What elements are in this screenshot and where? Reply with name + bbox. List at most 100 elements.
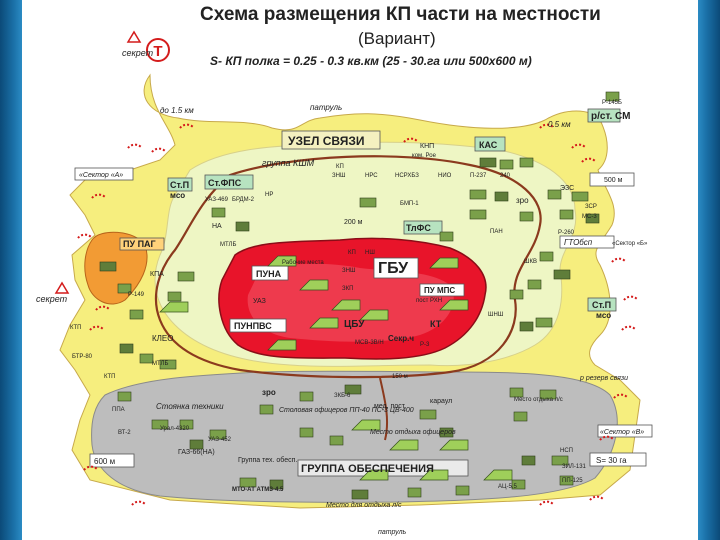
rst-sm-label: р/ст. СМ: [591, 111, 630, 122]
tsbu-label: ЦБУ: [344, 319, 365, 330]
zsr-label: ЗСР: [585, 204, 597, 210]
tent-icon: [483, 469, 513, 481]
mto-at-label: МТО-АТ АТМЗ-4.5: [232, 487, 284, 493]
vehicle-icon: [494, 191, 509, 202]
vehicle-icon: [259, 404, 274, 415]
kom-roe-label: ком. Рое: [412, 153, 437, 159]
st-p-right-label: Ст.П: [592, 300, 611, 310]
vehicle-icon: [553, 269, 571, 280]
frame-left-edge: [0, 0, 22, 540]
guard-post-arc: [77, 233, 93, 239]
gruppa-tekh-label: Группа тех. обесп.: [238, 456, 297, 464]
p-260-label: Р-260: [558, 230, 575, 236]
karaul-label: караул: [430, 398, 452, 405]
na-label: НА: [212, 223, 222, 230]
vehicle-icon: [511, 479, 526, 490]
vehicle-icon: [407, 487, 422, 498]
dist-500-label: 500 м: [604, 177, 623, 184]
tent-icon: [439, 439, 469, 451]
zsh-label: ЗНШ: [342, 268, 355, 274]
vehicle-icon: [519, 211, 534, 222]
gbu-label: ГБУ: [378, 260, 409, 277]
vehicle-icon: [419, 409, 437, 420]
shnsh-label: ШНШ: [488, 312, 503, 318]
vehicle-icon: [99, 261, 117, 272]
pan-label: ПАН: [490, 229, 503, 235]
kp-2-label: КП: [348, 250, 356, 256]
access-road: [379, 377, 389, 441]
vehicle-icon: [519, 157, 534, 168]
tlfs-label: ТлФС: [406, 223, 431, 233]
page-subtitle: S- КП полка = 0.25 - 0.3 кв.км (25 - 30.…: [210, 54, 532, 68]
btr-80-label: БТР-80: [72, 354, 93, 360]
p-3-label: Р-3: [420, 342, 430, 348]
mesto-otdykha-ls-label: Место отдыха л/с: [514, 397, 563, 403]
ktp-label: КТП: [70, 325, 81, 331]
vehicle-icon: [551, 455, 569, 466]
vehicle-icon: [509, 289, 524, 300]
punpvs-label: ПУНПВС: [234, 321, 272, 331]
vehicle-icon: [189, 439, 204, 450]
secret-tanks: [77, 123, 639, 506]
vehicle-icon: [167, 291, 182, 302]
uzel-svyazi-label: УЗЕЛ СВЯЗИ: [288, 134, 365, 148]
zro-label: зро: [516, 196, 529, 205]
rch-label: Р-145Б: [602, 100, 622, 106]
rodina-label: ШКВ: [524, 259, 537, 265]
gruppa-kshm-label: группа КШМ: [262, 158, 315, 168]
tent-icon: [439, 299, 469, 311]
tent-icon: [389, 439, 419, 451]
zro-2-label: зро: [262, 388, 276, 397]
vehicle-icon: [519, 321, 534, 332]
sektor-b-label: «Сектор «Б»: [612, 241, 648, 247]
zes-label: ЭЗС: [560, 185, 574, 192]
vehicle-icon: [129, 309, 144, 320]
vehicle-icon: [585, 213, 600, 224]
vehicle-icon: [469, 189, 487, 200]
med-post-label: мед. пост: [374, 403, 406, 410]
znsh-label: ЗНШ: [332, 173, 345, 179]
guard-post-arc: [83, 465, 99, 471]
ms-3-label: МС-3: [582, 214, 597, 220]
gtoblp-label: ГТОбсп: [564, 238, 593, 247]
pp-125-label: ПП-125: [562, 478, 583, 484]
vehicle-icon: [211, 207, 226, 218]
rabochie-label: Рабочие места: [282, 260, 324, 266]
nsp-label: НСП: [560, 448, 573, 454]
guard-post-arc: [589, 495, 605, 501]
post-rkh-label: пост РХН: [416, 298, 442, 304]
gaz-66-label: ГАЗ-66(НА): [178, 449, 215, 456]
r-149-label: Р-149: [128, 292, 145, 298]
guard-post-arc: [95, 305, 111, 311]
support-group-zone: [91, 370, 618, 503]
t-post-label: Т: [153, 43, 162, 60]
sekret-left-label: секрет: [36, 294, 68, 304]
tent-icon: [359, 309, 389, 321]
vt-2-label: ВТ-2: [118, 430, 131, 436]
vehicle-icon: [117, 391, 132, 402]
kas-label: КАС: [479, 140, 498, 150]
sekt-ch-label: Секр.ч: [388, 334, 414, 343]
mesto-l-s-label: Место для отдыха л/с: [326, 501, 402, 509]
guard-post-arc: [89, 325, 105, 331]
nio-label: НИО: [438, 173, 452, 179]
guard-post-arc: [613, 393, 629, 399]
guard-post-arc: [179, 123, 195, 129]
frame-right-edge: [698, 0, 720, 540]
vehicle-icon: [151, 419, 169, 430]
vehicle-icon: [359, 197, 377, 208]
vehicle-icon: [605, 91, 620, 102]
tent-icon: [267, 339, 297, 351]
rezerv-svyazi-label: р резерв связи: [579, 375, 628, 382]
guard-post-arc: [599, 435, 615, 441]
page-title-variant: (Вариант): [358, 29, 436, 48]
vehicle-icon: [509, 387, 524, 398]
warning-triangle-icon: [126, 30, 142, 43]
vehicle-icon: [119, 343, 134, 354]
guard-post-arc: [127, 143, 143, 149]
vehicle-icon: [513, 411, 528, 422]
tent-icon: [359, 469, 389, 481]
nr-label: НР: [265, 192, 273, 198]
